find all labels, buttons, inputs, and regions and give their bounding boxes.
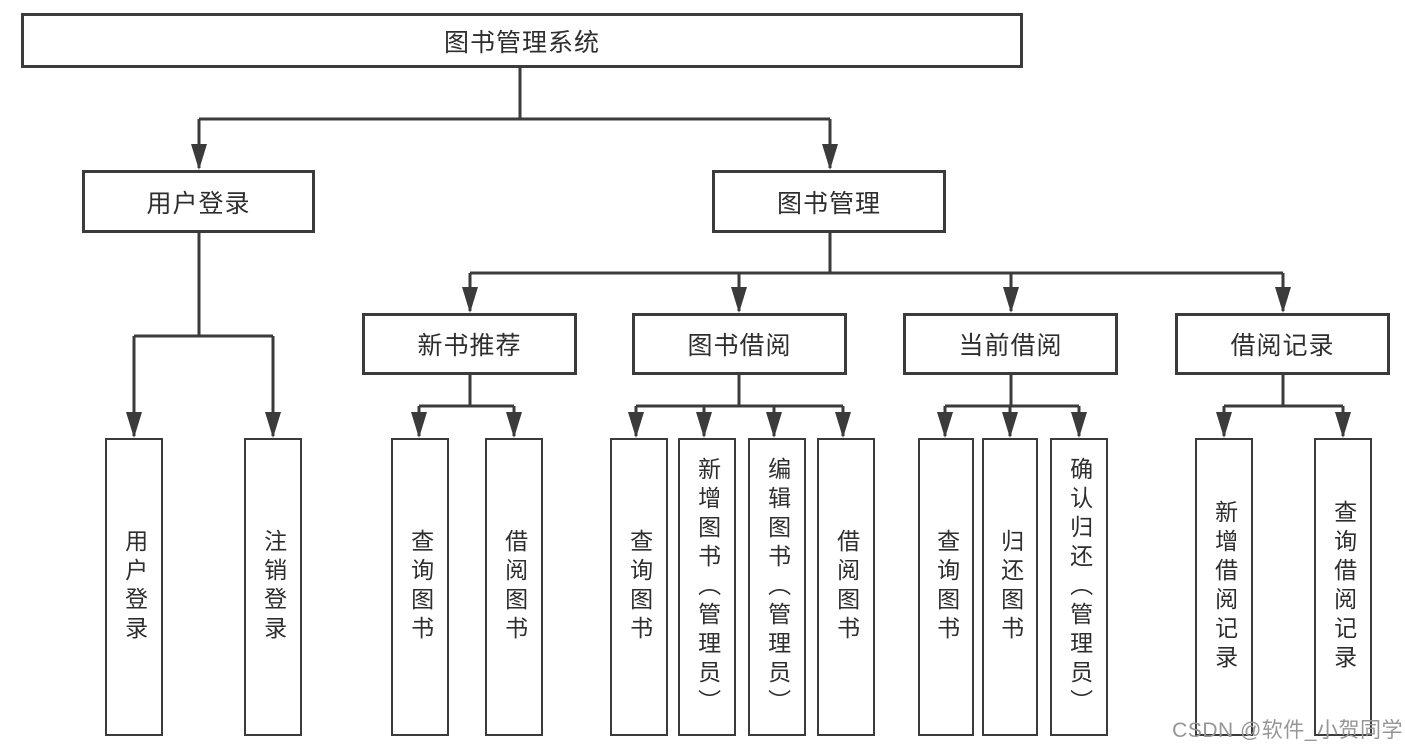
leaf-borrow-books-borrow-label: 借阅图书 [833,529,860,645]
leaf-logout: 注销登录 [244,438,302,736]
leaf-borrow-books-borrow: 借阅图书 [817,438,875,736]
leaf-query-books-current: 查询图书 [918,438,974,736]
node-root-label: 图书管理系统 [443,28,600,57]
leaf-user-login: 用户登录 [105,438,163,736]
leaf-query-books-borrow: 查询图书 [610,438,668,736]
csdn-watermark: CSDN @软件_小贺同学 [1172,719,1403,742]
node-current-borrow-label: 当前借阅 [958,332,1063,360]
leaf-return-books: 归还图书 [982,438,1038,736]
leaf-borrow-books-newrec: 借阅图书 [485,438,543,736]
node-book-borrow: 图书借阅 [632,313,847,375]
node-borrow-records: 借阅记录 [1175,313,1390,375]
leaf-borrow-books-newrec-label: 借阅图书 [501,529,528,645]
leaf-query-books-newrec: 查询图书 [391,438,449,736]
node-new-book-rec: 新书推荐 [362,313,577,375]
node-root: 图书管理系统 [21,13,1023,68]
leaf-query-books-current-label: 查询图书 [933,529,960,645]
leaf-add-books-admin: 新增图书（管理员） [678,438,736,736]
leaf-query-books-newrec-label: 查询图书 [407,529,434,645]
node-user-login: 用户登录 [82,170,315,233]
node-book-mgmt-label: 图书管理 [776,189,881,218]
leaf-confirm-return-admin: 确认归还（管理员） [1050,438,1108,736]
leaf-edit-books-admin: 编辑图书（管理员） [748,438,806,736]
leaf-return-books-label: 归还图书 [997,529,1024,645]
leaf-user-login-label: 用户登录 [121,529,148,645]
leaf-edit-books-admin-label: 编辑图书（管理员） [764,456,791,718]
node-borrow-records-label: 借阅记录 [1230,332,1335,360]
leaf-add-borrow-record-label: 新增借阅记录 [1211,500,1238,674]
node-user-login-label: 用户登录 [146,189,251,218]
leaf-query-books-borrow-label: 查询图书 [626,529,653,645]
leaf-query-borrow-record-label: 查询借阅记录 [1330,500,1357,674]
leaf-confirm-return-admin-label: 确认归还（管理员） [1066,456,1093,718]
node-new-book-rec-label: 新书推荐 [417,332,522,360]
node-book-mgmt: 图书管理 [712,170,946,233]
leaf-add-books-admin-label: 新增图书（管理员） [694,456,721,718]
leaf-add-borrow-record: 新增借阅记录 [1195,438,1253,736]
node-book-borrow-label: 图书借阅 [687,332,792,360]
leaf-query-borrow-record: 查询借阅记录 [1314,438,1372,736]
leaf-logout-label: 注销登录 [260,529,287,645]
node-current-borrow: 当前借阅 [903,313,1118,375]
